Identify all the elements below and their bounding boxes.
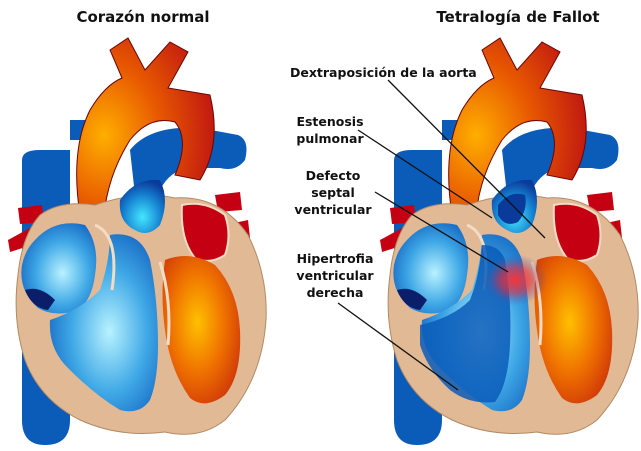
label-hipertrofia-line1: Hipertrofia — [297, 251, 374, 266]
label-estenosis-line1: Estenosis — [296, 114, 363, 129]
label-estenosis-line2: pulmonar — [296, 131, 364, 146]
fallot-heart-illustration — [380, 38, 638, 445]
label-hipertrofia-line2: ventricular — [296, 268, 374, 283]
label-defecto-line3: ventricular — [294, 202, 372, 217]
label-defecto-line1: Defecto — [306, 168, 361, 183]
label-defecto-line2: septal — [311, 185, 355, 200]
label-hipertrofia-line3: derecha — [307, 285, 364, 300]
vsd-glow — [483, 254, 547, 306]
fallot-heart-title: Tetralogía de Fallot — [436, 8, 599, 26]
normal-heart-title: Corazón normal — [76, 8, 209, 26]
normal-heart-illustration — [8, 38, 266, 445]
label-aorta: Dextraposición de la aorta — [290, 65, 477, 80]
